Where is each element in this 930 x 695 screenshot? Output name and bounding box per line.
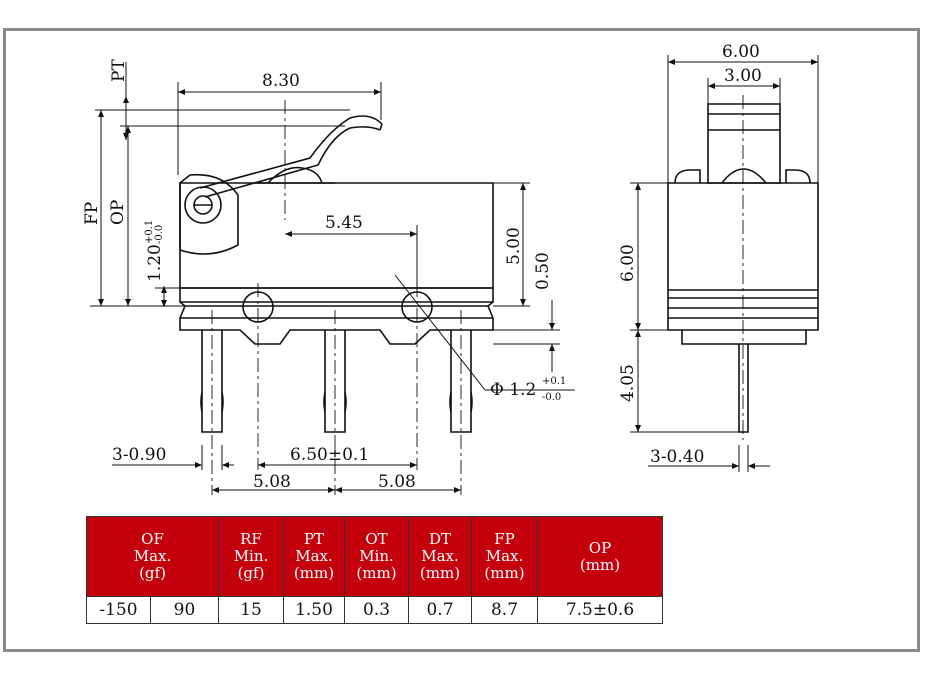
front-terminal <box>738 344 749 433</box>
cell-of-value-2: 90 <box>149 596 220 624</box>
cell-fp-value: 8.7 <box>471 596 538 624</box>
switch-base-flange <box>179 287 494 345</box>
hole-height-dim: 1.20 <box>145 244 165 282</box>
lever-arm <box>199 115 383 189</box>
terminals <box>200 330 473 433</box>
hole-spacing-dim: 5.45 <box>325 213 363 233</box>
terminal-length-dim: 4.05 <box>618 364 638 402</box>
fp-label: FP <box>82 202 102 225</box>
op-label: OP <box>108 200 128 225</box>
lever-length-dim: 8.30 <box>262 71 300 91</box>
front-actuator-dome <box>721 168 767 184</box>
terminal-pitch-left-dim: 5.08 <box>253 472 291 492</box>
hole-diameter-tol-lower: -0.0 <box>542 392 561 403</box>
plunger-top <box>707 103 781 184</box>
header-op: OP(mm) <box>537 516 663 597</box>
switch-body-outline <box>179 182 494 289</box>
pt-label: PT <box>109 59 129 82</box>
hole-diameter-dim: Φ 1.2 <box>490 380 536 400</box>
table-row: -150 90 15 1.50 0.3 0.7 8.7 7.5±0.6 <box>86 596 663 624</box>
lever-pivot-housing <box>179 173 239 255</box>
actuator-dome <box>267 166 323 184</box>
terminal-width-dim: 3-0.90 <box>112 445 166 465</box>
terminal-thickness-dim: 3-0.40 <box>650 447 704 467</box>
front-width-dim: 6.00 <box>722 42 760 62</box>
hole-height-tol-upper: +0.1 <box>144 220 155 244</box>
hole-height-tol-lower: -0.0 <box>154 225 165 244</box>
front-view <box>630 55 819 472</box>
cell-dt-value: 0.7 <box>408 596 472 624</box>
cell-of-value: -150 <box>86 596 151 624</box>
plunger-width-dim: 3.00 <box>724 66 762 86</box>
body-height-dim: 5.00 <box>504 227 524 265</box>
side-view <box>90 62 575 495</box>
cell-pt-value: 1.50 <box>283 596 345 624</box>
cell-op-value: 7.5±0.6 <box>537 596 663 624</box>
hole-diameter-tol-upper: +0.1 <box>542 376 566 387</box>
front-height-dim: 6.00 <box>618 244 638 282</box>
cell-ot-value: 0.3 <box>344 596 409 624</box>
base-offset-dim: 0.50 <box>533 252 553 290</box>
cell-rf-value: 15 <box>218 596 284 624</box>
terminal-pitch-right-dim: 5.08 <box>378 472 416 492</box>
front-body <box>667 182 819 331</box>
terminal-center-dim: 6.50±0.1 <box>290 445 369 465</box>
